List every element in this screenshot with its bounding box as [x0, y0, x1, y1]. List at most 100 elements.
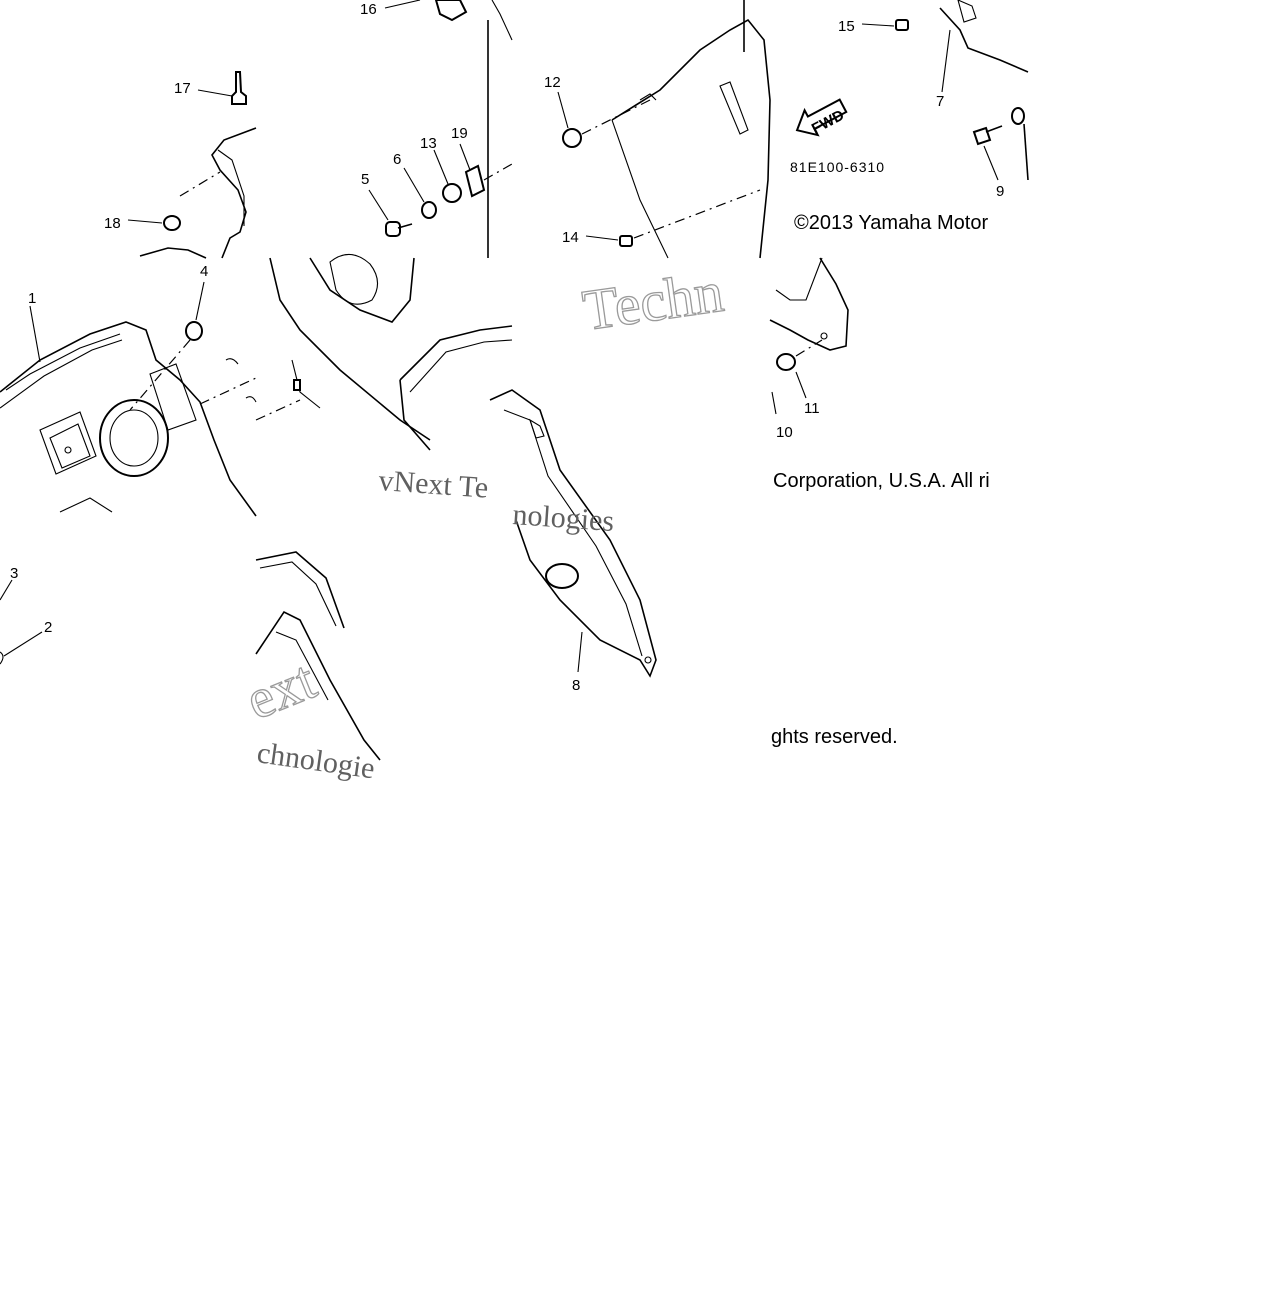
leader-16 [384, 0, 421, 9]
clip-arc-2 [245, 396, 257, 403]
cover-10-outline [769, 257, 849, 351]
bolt-9-head [972, 126, 992, 146]
panel-8-tab [529, 418, 545, 439]
tile-middle-left [0, 281, 257, 517]
tile-top-middle [368, 0, 513, 258]
callout-10: 10 [776, 424, 793, 441]
shroud-1-pad-left [39, 411, 97, 475]
copyright-line-1: ©2013 Yamaha Motor [794, 212, 988, 234]
callout-17: 17 [174, 80, 191, 97]
callout-1: 1 [28, 290, 36, 307]
cover-10-inner [775, 257, 823, 301]
tile-top-right [795, 0, 1029, 181]
leader-11 [795, 371, 807, 399]
cover-lower-edge [611, 119, 669, 259]
tile-middle-right [489, 389, 657, 678]
bolt-5-head [385, 221, 401, 237]
leader-14 [585, 235, 619, 241]
shroud-1-hole [64, 446, 72, 454]
lower-shroud-side [255, 610, 381, 761]
lower-shroud-edge-inner [259, 561, 337, 627]
watermark-5: chnologie [255, 736, 377, 785]
alignment-line-14 [633, 189, 761, 239]
watermark-4: ext [238, 649, 325, 732]
tank-cover-right-rim [399, 325, 513, 381]
callout-16: 16 [360, 1, 377, 18]
cover-10-hole [820, 332, 828, 340]
collar-13 [442, 183, 462, 203]
leader-12 [557, 91, 569, 129]
callout-2: 2 [44, 619, 52, 636]
tank-cover-tab [293, 379, 301, 391]
callout-7: 7 [936, 93, 944, 110]
collar-11 [776, 353, 796, 371]
shroud-1-pad-right [149, 363, 197, 431]
tank-cover-right-lip [399, 379, 431, 451]
callout-13: 13 [420, 135, 437, 152]
watermark-3: nologies [512, 498, 616, 538]
callout-15: 15 [838, 18, 855, 35]
edge-stub [139, 247, 207, 259]
cover-outline [611, 18, 771, 259]
callout-6: 6 [393, 151, 401, 168]
bracket [211, 127, 257, 259]
callout-11: 11 [804, 400, 820, 417]
fwd-arrow [795, 98, 848, 137]
leader-10 [771, 391, 777, 415]
bolt-9-shank [985, 125, 1003, 133]
tile-right-middle [769, 257, 849, 415]
tank-cover-cap [329, 253, 379, 305]
tank-cover-right-rim2 [409, 339, 513, 393]
tile-top-left [127, 71, 257, 259]
callout-labels: 1 2 3 4 5 6 7 8 9 10 11 12 13 14 15 16 1… [10, 1, 1004, 694]
panel-8-inner [503, 409, 643, 657]
callout-14: 14 [562, 229, 579, 246]
bracket-inner [217, 149, 245, 226]
callout-3: 3 [10, 565, 18, 582]
shroud-1-pad-left-inner [49, 423, 91, 469]
grommet-4 [185, 321, 203, 341]
tank-cover-top [309, 257, 415, 323]
tank-cover-notch [291, 359, 321, 409]
cover-slot [719, 81, 749, 135]
shroud-1-rim [0, 339, 123, 409]
alignment-line-11 [795, 339, 823, 357]
cover-tab [639, 93, 657, 101]
alignment-line-5 [199, 377, 257, 405]
leader-18 [127, 219, 163, 224]
leader-15 [861, 23, 895, 27]
bolt-17 [231, 71, 247, 105]
shroud-1-opening-inner [109, 409, 159, 467]
bracket-7-hole [957, 0, 977, 23]
leader-9 [983, 145, 999, 181]
callout-12: 12 [544, 74, 561, 91]
nut-18 [163, 215, 181, 231]
leader-6 [403, 167, 425, 203]
lower-shroud-side-inner [275, 631, 329, 701]
alignment-line-12 [581, 99, 651, 135]
copyright-line-3: ghts reserved. [771, 726, 898, 748]
clip-19 [464, 164, 486, 198]
screw-12 [562, 128, 582, 148]
leader-8 [577, 631, 583, 673]
callout-18: 18 [104, 215, 121, 232]
shroud-1-rim2 [5, 333, 121, 391]
tile-top-center [557, 0, 771, 259]
callout-9: 9 [996, 183, 1004, 200]
leader-4 [195, 281, 205, 321]
watermarks: Techn vNext Te nologies ext chnologie [237, 258, 728, 785]
leader-5 [368, 189, 389, 221]
panel-8-outline [489, 389, 657, 678]
alignment-line-6 [255, 399, 301, 421]
bracket-7 [939, 7, 1029, 73]
grommet-14 [619, 235, 633, 247]
watermark-2: vNext Te [378, 464, 490, 505]
panel-8-hole [545, 563, 579, 589]
tile-bottom-center [255, 551, 381, 761]
bolt-5-shank [397, 223, 413, 229]
shroud-1-lower [59, 497, 113, 513]
edge-right [1023, 123, 1029, 181]
callout-5: 5 [361, 171, 369, 188]
